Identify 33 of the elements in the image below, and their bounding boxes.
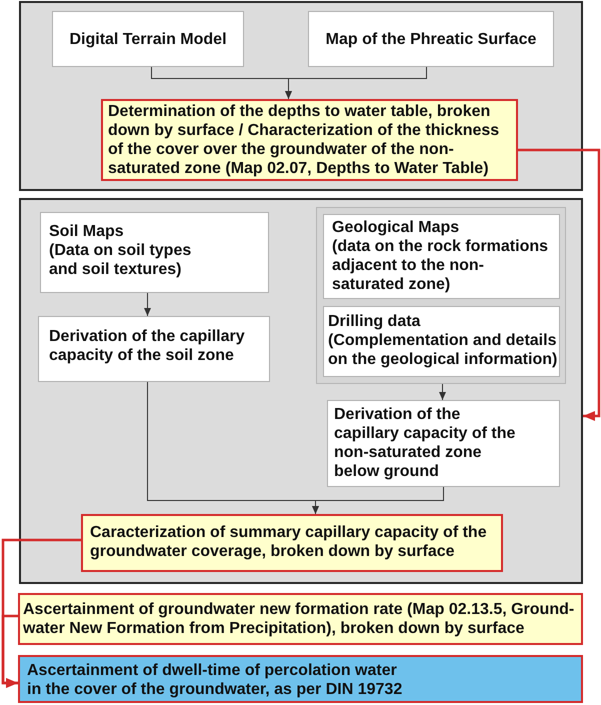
box-text: Determination of the depths to water table, broken down by surface / Characterization of the thickness of the cover over the groundwater of the non-saturated zone (Map 02.07, Depths to Water Table) [108,102,500,178]
box-description: (data on the rock formations adjacent to the non-saturated zone) [332,237,550,294]
box-text: Map of the Phreatic Surface [326,30,536,48]
box-heading: Drilling data [328,312,420,331]
box-heading: Soil Maps [49,222,124,241]
box-text: Derivation of the capillary capacity of the non-saturated zone below ground [334,405,516,481]
data-source-box [52,11,244,67]
connector-arrow [439,384,446,400]
connector-arrow [312,486,444,514]
box-description: (Data on soil types and soil textures) [49,241,192,279]
box-text: Digital Terrain Model [69,30,227,48]
section-panel [19,198,583,584]
connector-arrow [144,292,151,316]
box-description: (Complementation and details on the geological information) [328,331,558,369]
box-text: Caracterization of summary capillary capacity of the groundwater coverage, broken down by surface [90,523,488,561]
process-box [327,400,560,487]
box-text: Ascertainment of dwell-time of percolation water in the cover of the groundwater, as per DIN 19732 [27,661,404,699]
box-text: Derivation of the capillary capacity of the soil zone [49,327,246,365]
section-panel [19,1,583,191]
connector-arrow [2,614,18,688]
data-source-box [308,11,554,67]
process-box [38,316,270,382]
data-source-box [40,212,269,293]
connector-arrow [518,148,600,421]
process-box [81,514,503,572]
data-source-box [323,306,560,377]
group-panel [316,207,566,384]
box-heading: Geological Maps [332,218,460,237]
process-box [18,593,583,645]
data-source-box [323,214,560,299]
box-text: Ascertainment of groundwater new formation rate (Map 02.13.5, Ground-water New Formation from Precipitation), broken down by surface [23,600,576,638]
connector-arrow [285,66,427,100]
result-box [18,655,583,703]
